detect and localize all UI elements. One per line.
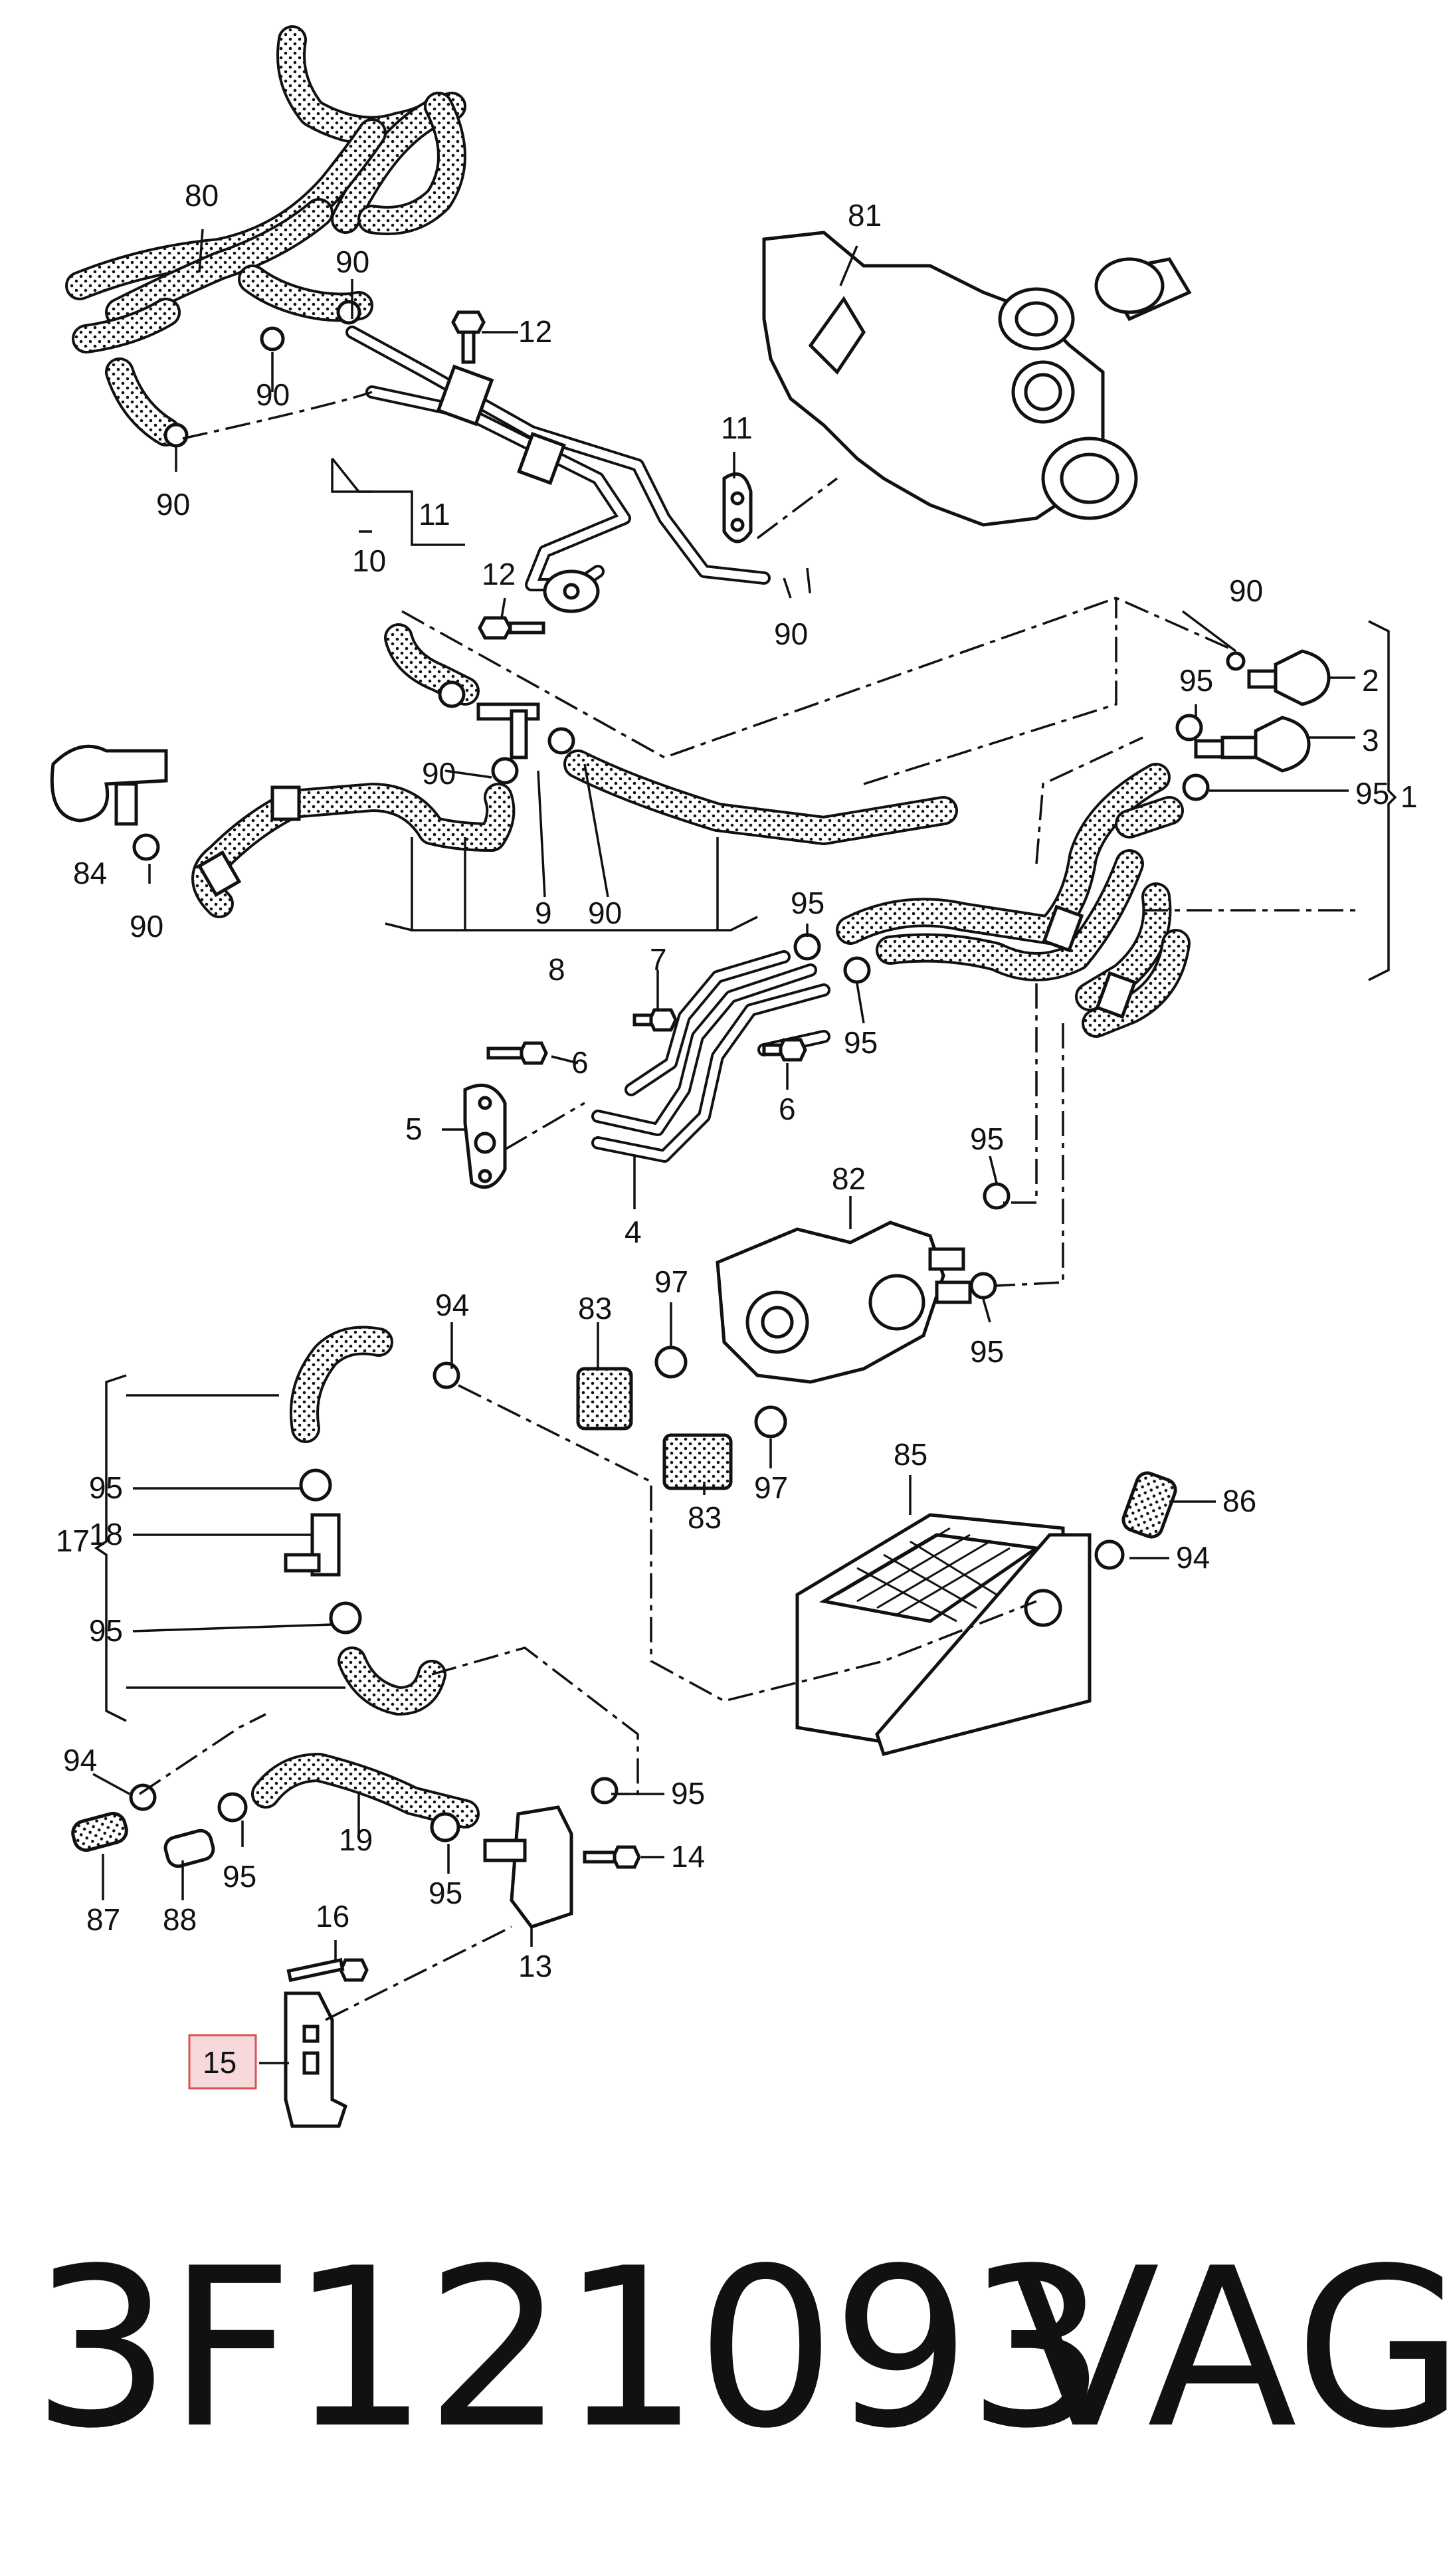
connector-3 xyxy=(1194,716,1311,773)
hose-19 xyxy=(217,1753,619,1842)
highlight-box xyxy=(188,2034,257,2090)
label-8: 8 xyxy=(548,952,565,987)
thermostat-housing-82 xyxy=(716,1182,1011,1384)
label-15: 15 xyxy=(203,2045,237,2080)
gasket-5 xyxy=(463,1083,507,1189)
hose-assembly-1 xyxy=(836,763,1191,1038)
label-1: 1 xyxy=(1401,779,1418,814)
label-2: 2 xyxy=(1362,663,1379,698)
label-94-b: 94 xyxy=(1176,1540,1210,1575)
label-83-a: 83 xyxy=(578,1291,612,1326)
turbocharger-81 xyxy=(762,231,1192,527)
label-95-b: 95 xyxy=(1355,776,1389,811)
bolt-12-lower xyxy=(478,616,545,640)
pipe-88 xyxy=(163,1829,215,1868)
label-90-c: 90 xyxy=(156,487,190,522)
label-11-b: 11 xyxy=(419,497,450,532)
label-5: 5 xyxy=(405,1112,423,1146)
parts-exploded-diagram: 80 81 90 12 90 90 11 11 10 12 90 90 95 2… xyxy=(50,25,1418,2128)
label-14: 14 xyxy=(671,1839,705,1874)
label-83-b: 83 xyxy=(688,1500,722,1535)
part-number-text: 3F121093 xyxy=(32,2221,1107,2476)
label-90-a: 90 xyxy=(336,245,369,279)
coolant-pipe-assembly-10 xyxy=(345,326,771,613)
heater-core-85 xyxy=(795,1513,1125,1757)
label-95-e: 95 xyxy=(970,1122,1004,1156)
connector-2 xyxy=(1226,649,1331,706)
label-3: 3 xyxy=(1362,723,1379,757)
leader-lines xyxy=(92,229,1397,2064)
label-90-b: 90 xyxy=(256,377,290,412)
bolt-12-upper xyxy=(451,310,486,364)
brand-text: VAG xyxy=(1010,2221,1449,2476)
hose-assembly-17 xyxy=(290,1326,460,1716)
hose-group-80 xyxy=(65,25,466,448)
label-95-k: 95 xyxy=(429,1876,462,1910)
clamp-95-a xyxy=(1175,714,1203,742)
label-82: 82 xyxy=(832,1161,866,1196)
label-6-b: 6 xyxy=(779,1092,796,1126)
label-86: 86 xyxy=(1222,1484,1256,1518)
dash-dot-lines xyxy=(139,391,1362,2021)
gasket-11 xyxy=(722,472,753,544)
label-90-f: 90 xyxy=(422,756,456,791)
label-90-g: 90 xyxy=(130,909,163,943)
label-95-i: 95 xyxy=(671,1776,705,1811)
clamp-95-b xyxy=(1182,773,1210,801)
callout-labels: 80 81 90 12 90 90 11 11 10 12 90 90 95 2… xyxy=(56,178,1418,1983)
hose-83 xyxy=(576,1345,787,1490)
label-81: 81 xyxy=(848,198,882,233)
t-piece-9 xyxy=(438,680,575,785)
label-95-h: 95 xyxy=(89,1613,123,1648)
highlighted-callout-15[interactable]: 15 xyxy=(188,2034,257,2090)
label-9: 9 xyxy=(535,896,552,930)
label-88: 88 xyxy=(163,1902,197,1937)
bolt-6 xyxy=(486,1038,807,1065)
label-87: 87 xyxy=(86,1902,120,1937)
clamp-95-d xyxy=(843,956,871,984)
hose-86 xyxy=(1121,1471,1177,1539)
label-7: 7 xyxy=(650,942,667,977)
label-97-a: 97 xyxy=(654,1264,688,1299)
hose-87 xyxy=(71,1783,157,1852)
label-95-d: 95 xyxy=(844,1025,878,1060)
label-4: 4 xyxy=(625,1215,642,1249)
label-17: 17 xyxy=(56,1524,90,1558)
bracket-15 xyxy=(284,1991,348,2128)
label-95-j: 95 xyxy=(223,1859,256,1894)
label-12-b: 12 xyxy=(482,557,516,591)
bolt-16 xyxy=(286,1957,369,1983)
bolt-14 xyxy=(583,1845,641,1869)
valve-13 xyxy=(483,1805,573,1929)
label-95-f: 95 xyxy=(970,1334,1004,1369)
label-90-h: 90 xyxy=(588,896,622,930)
label-90-e: 90 xyxy=(1229,573,1263,608)
clamp-95-c xyxy=(793,933,821,961)
label-85: 85 xyxy=(894,1437,927,1472)
label-10: 10 xyxy=(352,544,386,578)
label-95-g: 95 xyxy=(89,1470,123,1505)
label-12-a: 12 xyxy=(518,314,552,349)
label-95-c: 95 xyxy=(791,886,824,920)
label-13: 13 xyxy=(518,1949,552,1983)
label-80: 80 xyxy=(185,178,219,213)
label-6-a: 6 xyxy=(571,1045,589,1080)
t-piece-18 xyxy=(284,1513,341,1577)
label-16: 16 xyxy=(316,1899,349,1933)
hose-assembly-8 xyxy=(191,623,958,918)
label-84: 84 xyxy=(73,856,107,890)
label-94-c: 94 xyxy=(63,1743,97,1777)
coolant-pipe-4 xyxy=(591,950,830,1163)
label-11-a: 11 xyxy=(721,411,753,445)
bolt-7 xyxy=(632,1008,678,1032)
label-19: 19 xyxy=(339,1823,373,1857)
label-18: 18 xyxy=(89,1517,123,1551)
label-97-b: 97 xyxy=(754,1470,788,1505)
connector-84 xyxy=(50,744,168,861)
label-90-d: 90 xyxy=(774,617,808,651)
label-95-a: 95 xyxy=(1179,663,1213,698)
label-94-a: 94 xyxy=(435,1288,469,1322)
